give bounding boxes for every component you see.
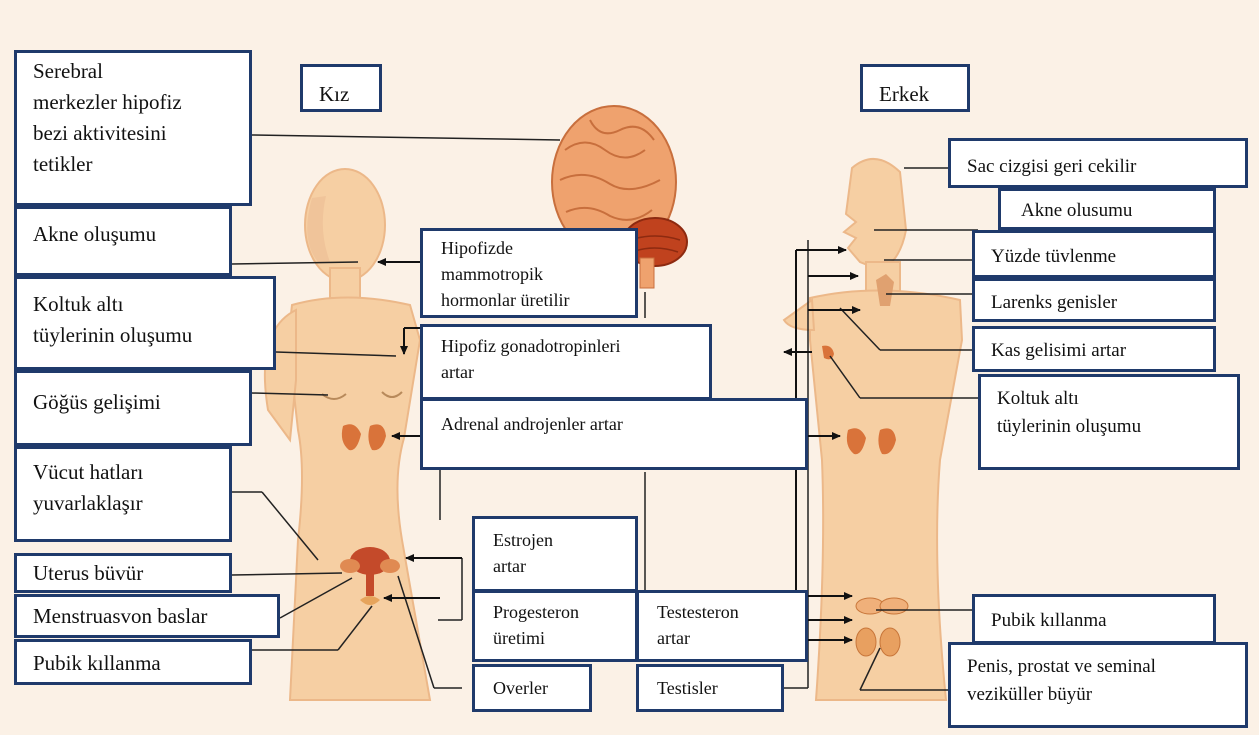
label-body-contours: Vücut hatları yuvarlaklaşır xyxy=(14,446,232,542)
boy-figure xyxy=(784,159,962,700)
label-testosterone: Testesteron artar xyxy=(636,590,808,662)
label-muscle: Kas gelisimi artar xyxy=(972,326,1216,372)
label-pubic-hair-boy: Pubik kıllanma xyxy=(972,594,1216,644)
heading-girl: Kız xyxy=(300,64,382,112)
label-facial-hair: Yüzde tüvlenme xyxy=(972,230,1216,278)
label-acne-girl: Akne oluşumu xyxy=(14,206,232,276)
label-ovaries: Overler xyxy=(472,664,592,712)
label-axillary-hair-girl: Koltuk altı tüylerinin oluşumu xyxy=(14,276,276,370)
heading-boy: Erkek xyxy=(860,64,970,112)
label-estrogen: Estrojen artar xyxy=(472,516,638,592)
label-cerebral-centers: Serebral merkezler hipofiz bezi aktivite… xyxy=(14,50,252,206)
label-acne-boy: Akne olusumu xyxy=(998,188,1216,230)
label-progesterone: Progesteron üretimi xyxy=(472,590,638,662)
label-pubic-hair-girl: Pubik kıllanma xyxy=(14,639,252,685)
label-larynx: Larenks genisler xyxy=(972,278,1216,322)
label-mammotropic: Hipofizde mammotropik hormonlar üretilir xyxy=(420,228,638,318)
label-breast-development: Göğüs gelişimi xyxy=(14,370,252,446)
label-uterus: Uterus büvür xyxy=(14,553,232,593)
label-testes: Testisler xyxy=(636,664,784,712)
label-hairline: Sac cizgisi geri cekilir xyxy=(948,138,1248,188)
label-menstruation: Menstruasvon baslar xyxy=(14,594,280,638)
label-gonadotropins: Hipofiz gonadotropinleri artar xyxy=(420,324,712,400)
label-adrenal-androgens: Adrenal androjenler artar xyxy=(420,398,808,470)
label-axillary-hair-boy: Koltuk altı tüylerinin oluşumu xyxy=(978,374,1240,470)
label-genitals: Penis, prostat ve seminal veziküller büy… xyxy=(948,642,1248,728)
